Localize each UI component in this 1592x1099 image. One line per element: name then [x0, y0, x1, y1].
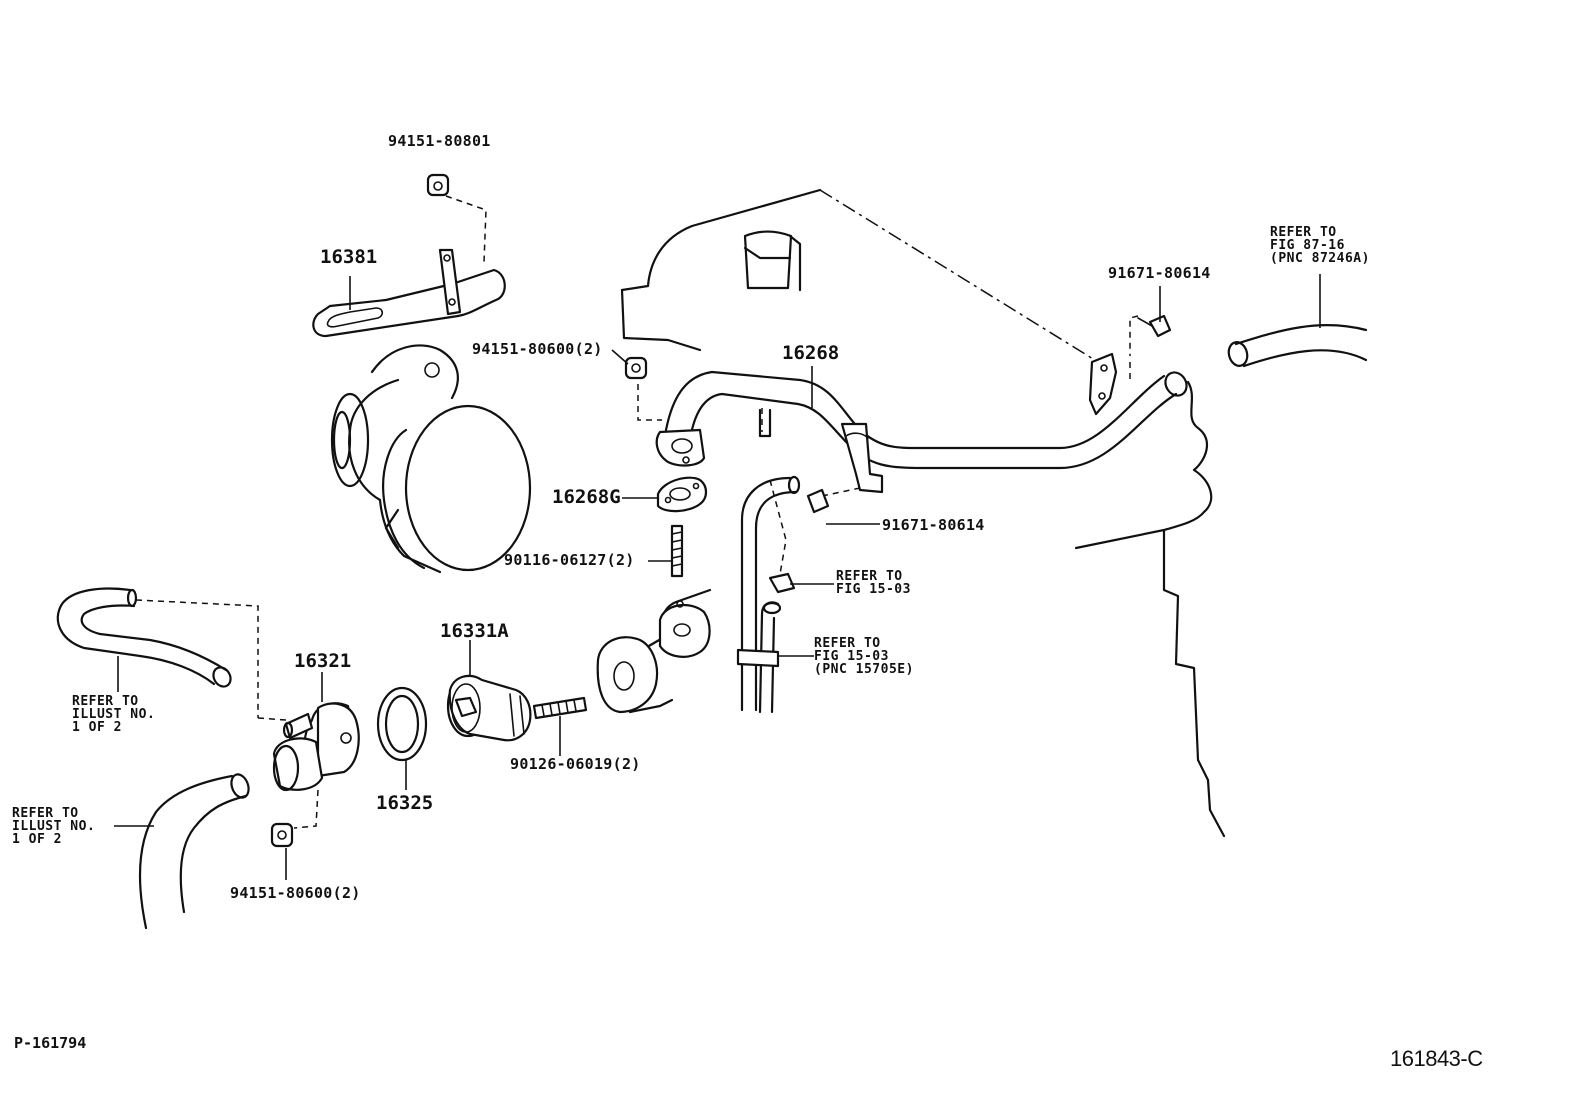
gasket-16268g — [656, 476, 708, 513]
label-16268: 16268 — [782, 342, 840, 364]
label-16268g: 16268G — [552, 486, 621, 508]
dashed-guide-80801 — [445, 195, 487, 263]
leader-lines — [114, 274, 1321, 880]
footer-left-code: P-161794 — [14, 1034, 87, 1052]
label-91671-80614-top: 91671-80614 — [1108, 264, 1211, 282]
label-94151-80600-bottom: 94151-80600(2) — [230, 884, 361, 902]
dashed-guide-inlet-left — [257, 717, 287, 721]
water-outlet-housing — [596, 588, 712, 714]
dashed-guide-80600-top — [637, 384, 662, 421]
note-refer-fig-15-03-a: REFER TO FIG 15-03 — [836, 569, 911, 597]
pipe-stub — [758, 408, 772, 438]
nut-94151-80600-bottom — [270, 822, 294, 848]
label-16325: 16325 — [376, 792, 434, 814]
nut-94151-80600-top — [624, 356, 648, 380]
note-refer-illust-lower: REFER TO ILLUST NO. 1 OF 2 — [12, 806, 96, 847]
hose-upper-right — [1227, 324, 1368, 368]
label-16331a: 16331A — [440, 620, 509, 642]
vertical-hoses — [736, 475, 801, 714]
gasket-16325 — [376, 686, 428, 762]
label-94151-80600-top: 94151-80600(2) — [472, 340, 603, 358]
stud-90116-06127 — [670, 524, 684, 578]
label-90126-06019: 90126-06019(2) — [510, 755, 641, 773]
label-90116-06127: 90116-06127(2) — [504, 551, 635, 569]
bolt-91671-80614-mid — [806, 488, 830, 514]
dashed-guide-upper-hose — [135, 599, 259, 718]
note-refer-illust-upper: REFER TO ILLUST NO. 1 OF 2 — [72, 694, 156, 735]
label-94151-80801: 94151-80801 — [388, 132, 491, 150]
thermostat-16331a — [446, 674, 532, 742]
fitting-fig15 — [768, 572, 796, 594]
alternator — [330, 344, 532, 574]
label-16321: 16321 — [294, 650, 352, 672]
hose-lower-left — [138, 773, 250, 930]
bypass-pipe-16268 — [655, 352, 1188, 494]
bolt-91671-80614-top — [1137, 314, 1172, 338]
nut-94151-80801 — [426, 173, 450, 197]
footer-right-code: 161843-C — [1390, 1046, 1483, 1071]
dashed-guide-inlet-bottom — [293, 789, 319, 829]
note-refer-fig-87-16: REFER TO FIG 87-16 (PNC 87246A) — [1270, 225, 1370, 266]
dashed-guide-bolt-mid — [821, 487, 861, 497]
label-16381: 16381 — [320, 246, 378, 268]
bracket-16381 — [312, 248, 506, 338]
hose-upper-left — [56, 587, 232, 688]
label-91671-80614-mid: 91671-80614 — [882, 516, 985, 534]
dashed-guide-bolt-top-2 — [1129, 315, 1139, 356]
water-inlet-16321 — [272, 702, 360, 792]
engine-block-outline — [620, 188, 1226, 838]
note-refer-fig-15-03-b: REFER TO FIG 15-03 (PNC 15705E) — [814, 636, 914, 677]
stud-90126-06019 — [532, 696, 588, 720]
